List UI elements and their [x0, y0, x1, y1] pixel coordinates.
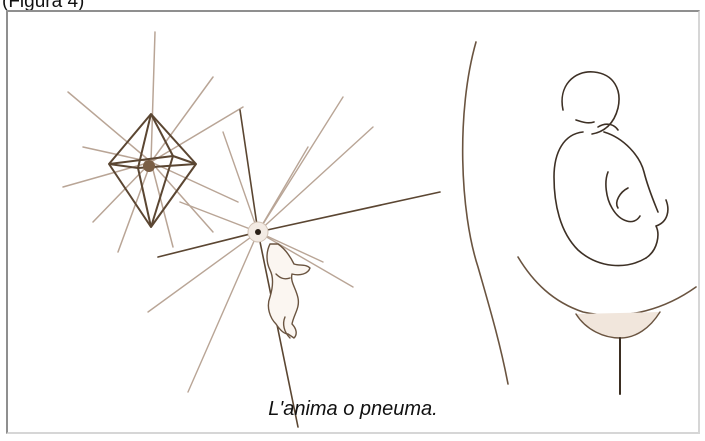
illustration: [8, 12, 698, 432]
radiant-soul-icon: [248, 222, 268, 242]
figure-frame: L'anima o pneuma.: [6, 10, 700, 434]
figure-caption: L'anima o pneuma.: [8, 398, 698, 421]
soul-rays: [148, 97, 440, 427]
womb-icon: [576, 312, 660, 394]
fetus-icon: [554, 72, 668, 266]
womb-outline: [463, 42, 696, 384]
